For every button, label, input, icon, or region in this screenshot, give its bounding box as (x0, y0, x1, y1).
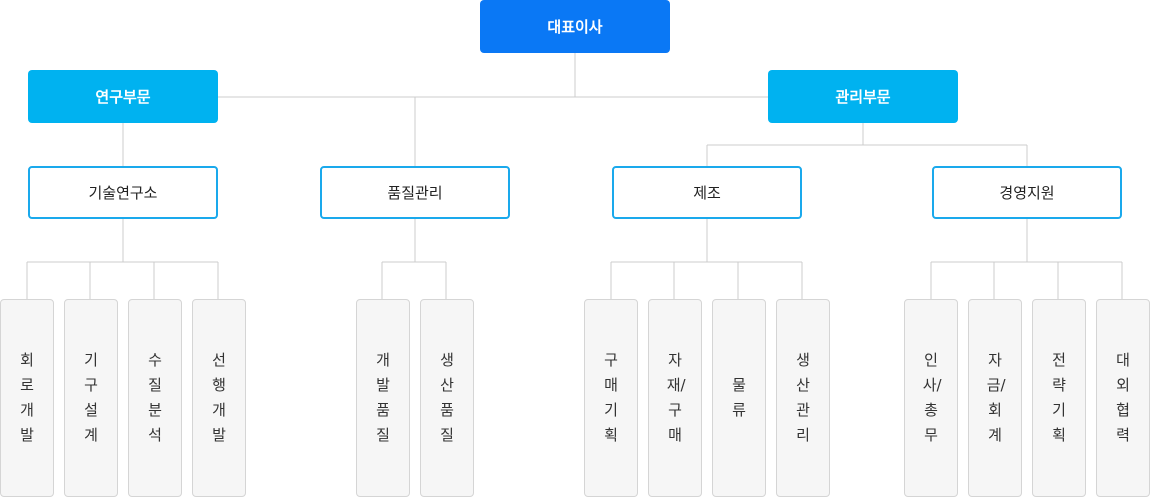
dept-label: 제조 (693, 184, 721, 202)
team-node: 전략기획 (1032, 299, 1086, 497)
team-node: 선행개발 (192, 299, 246, 497)
ceo-label: 대표이사 (547, 18, 603, 36)
team-label: 물류 (732, 376, 746, 419)
team-label: 구매기획 (604, 351, 618, 444)
dept-quality: 품질관리 (320, 166, 510, 219)
team-node: 자재/구매 (648, 299, 702, 497)
team-label: 자재/구매 (666, 351, 686, 444)
ceo-node: 대표이사 (480, 0, 670, 53)
dept-label: 경영지원 (999, 184, 1055, 202)
division-management: 관리부문 (768, 70, 958, 123)
team-label: 기구설계 (84, 351, 98, 444)
dept-label: 기술연구소 (88, 184, 158, 202)
team-node: 생산품질 (420, 299, 474, 497)
team-node: 대외협력 (1096, 299, 1150, 497)
dept-label: 품질관리 (387, 184, 443, 202)
division-label: 관리부문 (835, 88, 891, 106)
team-label: 수질분석 (148, 351, 162, 444)
team-label: 전략기획 (1052, 351, 1066, 444)
team-node: 수질분석 (128, 299, 182, 497)
team-label: 회로개발 (20, 351, 34, 444)
dept-tech-lab: 기술연구소 (28, 166, 218, 219)
dept-manufacturing: 제조 (612, 166, 802, 219)
team-label: 인사/총무 (922, 351, 942, 444)
team-label: 생산품질 (440, 351, 454, 444)
team-label: 생산관리 (796, 351, 810, 444)
dept-management-support: 경영지원 (932, 166, 1122, 219)
division-research: 연구부문 (28, 70, 218, 123)
division-label: 연구부문 (95, 88, 151, 106)
team-node: 자금/회계 (968, 299, 1022, 497)
team-node: 인사/총무 (904, 299, 958, 497)
team-label: 선행개발 (212, 351, 226, 444)
team-node: 구매기획 (584, 299, 638, 497)
team-label: 대외협력 (1116, 351, 1130, 444)
team-node: 기구설계 (64, 299, 118, 497)
team-label: 자금/회계 (986, 351, 1006, 444)
team-label: 개발품질 (376, 351, 390, 444)
team-node: 개발품질 (356, 299, 410, 497)
team-node: 물류 (712, 299, 766, 497)
team-node: 생산관리 (776, 299, 830, 497)
team-node: 회로개발 (0, 299, 54, 497)
